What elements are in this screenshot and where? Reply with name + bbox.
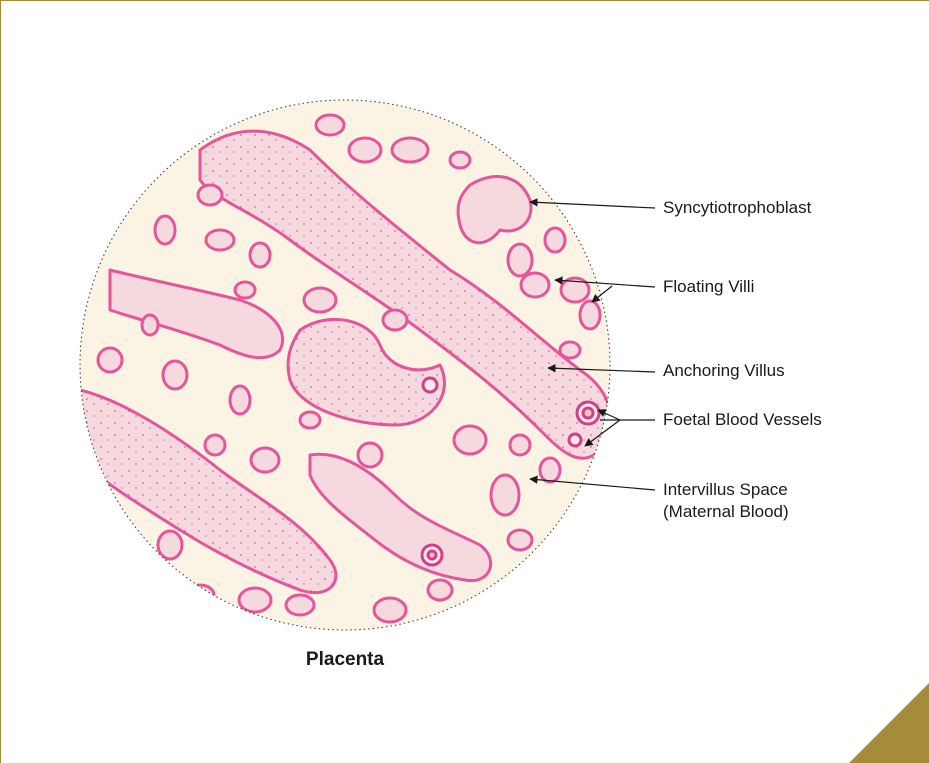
label-maternal-blood: (Maternal Blood) <box>663 501 789 523</box>
figure-caption: Placenta <box>260 649 430 671</box>
label-floating-villi: Floating Villi <box>663 276 754 298</box>
label-syncytiotrophoblast: Syncytiotrophoblast <box>663 197 811 219</box>
label-intervillus-space: Intervillus Space <box>663 479 788 501</box>
label-anchoring-villus: Anchoring Villus <box>663 360 785 382</box>
label-foetal-blood-vessels: Foetal Blood Vessels <box>663 409 822 431</box>
